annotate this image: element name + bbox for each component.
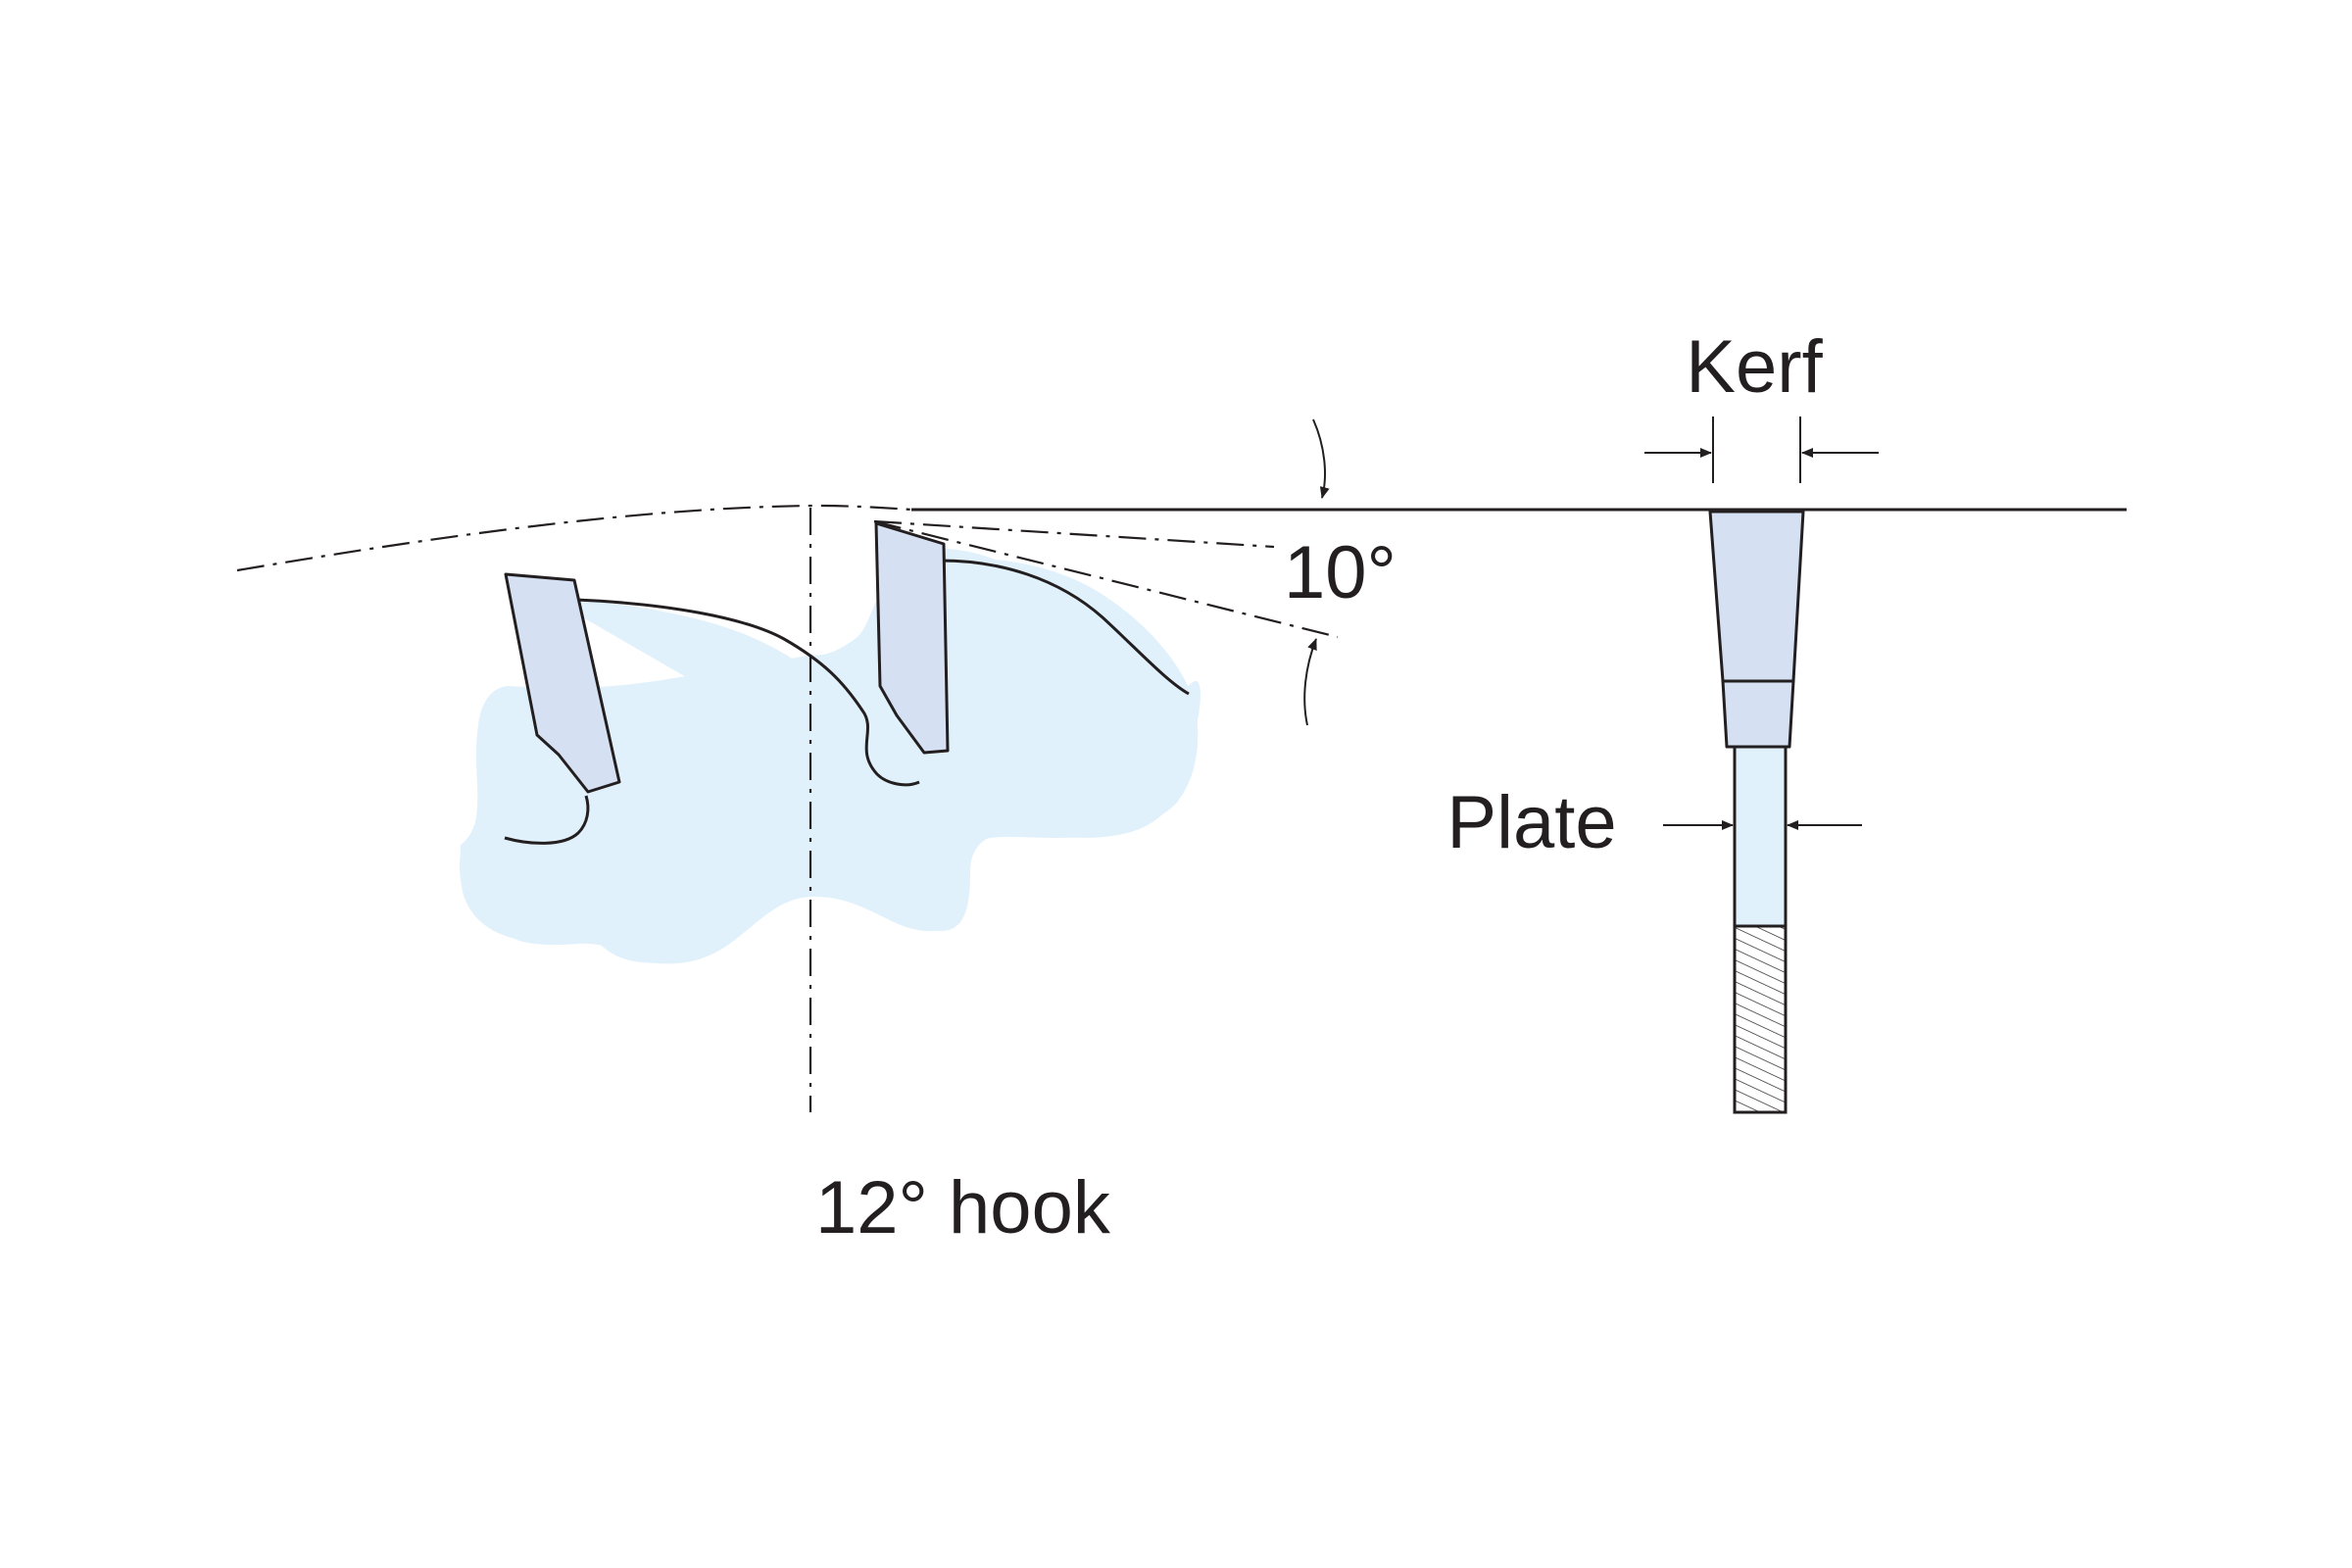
front-carbide-tooth bbox=[874, 521, 950, 755]
rake-line-upper bbox=[873, 519, 1275, 549]
plate-hatched-section bbox=[1733, 924, 1788, 1114]
rear-tooth-back-curve bbox=[575, 598, 920, 787]
rear-carbide-tooth bbox=[504, 572, 621, 794]
rake-angle-label: 10° bbox=[1284, 531, 1396, 614]
rake-angle-arrow-bottom bbox=[1303, 638, 1317, 726]
hook-angle-label: 12° hook bbox=[815, 1166, 1111, 1250]
front-tooth-back-curve bbox=[940, 559, 1190, 696]
rake-angle-arrow-top bbox=[1312, 418, 1330, 499]
plate-body bbox=[1733, 745, 1788, 928]
kerf-carbide-tip bbox=[1708, 510, 1805, 683]
kerf-label: Kerf bbox=[1686, 325, 1823, 409]
blade-circle-line bbox=[236, 504, 912, 572]
rear-gullet-curve bbox=[504, 795, 590, 845]
kerf-braze-section bbox=[1721, 679, 1795, 749]
rake-line-lower bbox=[873, 519, 1339, 639]
plate-label: Plate bbox=[1446, 781, 1616, 864]
blade-body-shape bbox=[460, 558, 1199, 964]
